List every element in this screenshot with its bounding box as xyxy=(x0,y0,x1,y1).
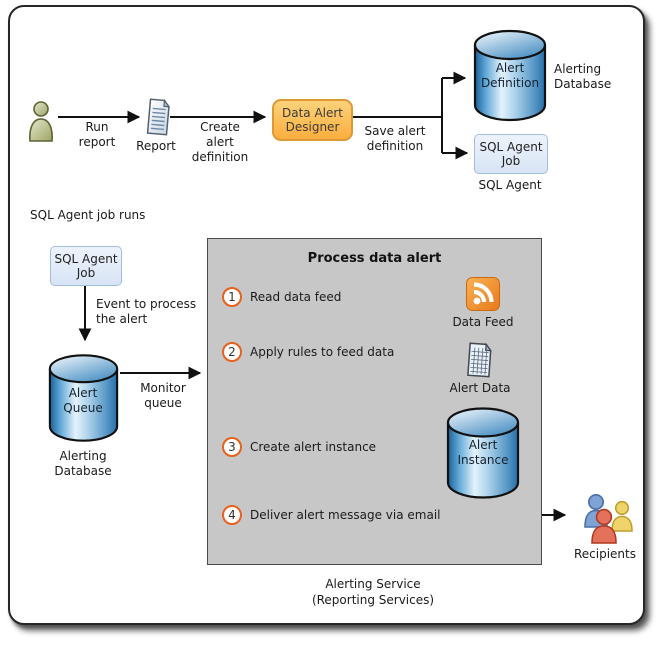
run-report-label: Run report xyxy=(78,120,116,149)
alert-queue-label: Alert Queue xyxy=(63,386,103,415)
step-3-label: Create alert instance xyxy=(250,440,377,454)
step-1-badge: 1 xyxy=(222,287,242,307)
report-label: Report xyxy=(136,139,176,153)
sql-agent-job-box-top: SQL Agent Job xyxy=(474,134,548,174)
process-panel-title: Process data alert xyxy=(307,251,442,266)
alert-definition-label: Alert Definition xyxy=(480,61,540,90)
event-to-process-label: Event to process the alert xyxy=(96,297,197,326)
step-1-label: Read data feed xyxy=(250,290,342,304)
alerting-database-left-label: Alerting Database xyxy=(54,449,112,478)
data-feed-label: Data Feed xyxy=(452,315,514,329)
recipients-label: Recipients xyxy=(573,547,636,561)
data-alert-designer-box: Data Alert Designer xyxy=(272,99,353,141)
sql-agent-job-box-left: SQL Agent Job xyxy=(50,246,122,286)
step-2-badge: 2 xyxy=(222,342,242,362)
sql-agent-label: SQL Agent xyxy=(478,178,542,192)
alert-definition-cylinder-icon xyxy=(473,29,547,122)
step-4-label: Deliver alert message via email xyxy=(250,508,441,522)
sql-agent-job-runs-label: SQL Agent job runs xyxy=(30,208,146,222)
step-2-label: Apply rules to feed data xyxy=(250,345,395,359)
alert-instance-cylinder-icon xyxy=(446,407,520,499)
service-caption-line1: Alerting Service xyxy=(325,577,421,591)
step-4-badge: 4 xyxy=(222,505,242,525)
alert-data-label: Alert Data xyxy=(449,381,511,395)
data-feed-rss-icon xyxy=(466,277,500,311)
create-alert-definition-label: Create alert definition xyxy=(191,120,249,164)
alert-instance-label: Alert Instance xyxy=(457,438,509,467)
alerting-database-top-label: Alerting Database xyxy=(554,62,612,91)
service-caption-line2: (Reporting Services) xyxy=(311,593,435,607)
user-person-icon xyxy=(29,101,53,142)
monitor-queue-label: Monitor queue xyxy=(140,381,186,410)
alert-queue-cylinder-icon xyxy=(48,354,119,442)
save-alert-definition-label: Save alert definition xyxy=(364,124,426,153)
step-3-badge: 3 xyxy=(222,437,242,457)
report-document-icon xyxy=(146,98,171,136)
recipients-people-icon xyxy=(584,494,633,544)
alert-data-spreadsheet-icon xyxy=(467,342,492,378)
